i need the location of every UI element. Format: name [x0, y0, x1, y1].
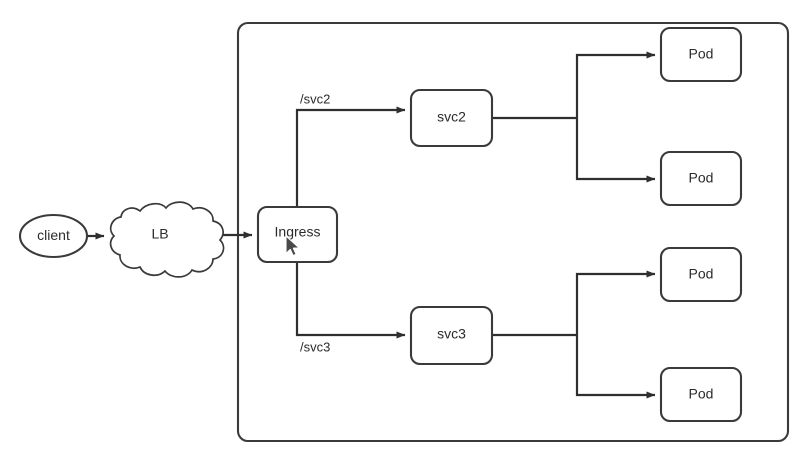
node-pod-4[interactable]: Pod — [659, 366, 743, 423]
node-pod-3[interactable]: Pod — [659, 246, 743, 303]
node-client[interactable]: client — [18, 213, 89, 259]
node-pod-2[interactable]: Pod — [659, 150, 743, 207]
edge-ingress-to-svc3 — [295, 262, 406, 339]
node-ingress[interactable]: Ingress — [256, 205, 339, 264]
edge-svc2-to-pod2 — [575, 118, 656, 183]
edge-label-svc3: /svc3 — [300, 339, 330, 354]
edge-ingress-to-svc2 — [295, 106, 406, 207]
edge-svc3-to-pod4 — [575, 335, 656, 399]
node-pod-1[interactable]: Pod — [659, 26, 743, 83]
edge-svc3-to-pod3 — [575, 270, 656, 335]
node-lb[interactable]: LB — [109, 201, 225, 278]
node-svc3[interactable]: svc3 — [409, 305, 494, 366]
node-svc2[interactable]: svc2 — [409, 88, 494, 148]
edge-svc2-to-pod1 — [575, 51, 656, 118]
cluster-boundary — [236, 21, 790, 443]
edge-label-svc2: /svc2 — [300, 91, 330, 106]
